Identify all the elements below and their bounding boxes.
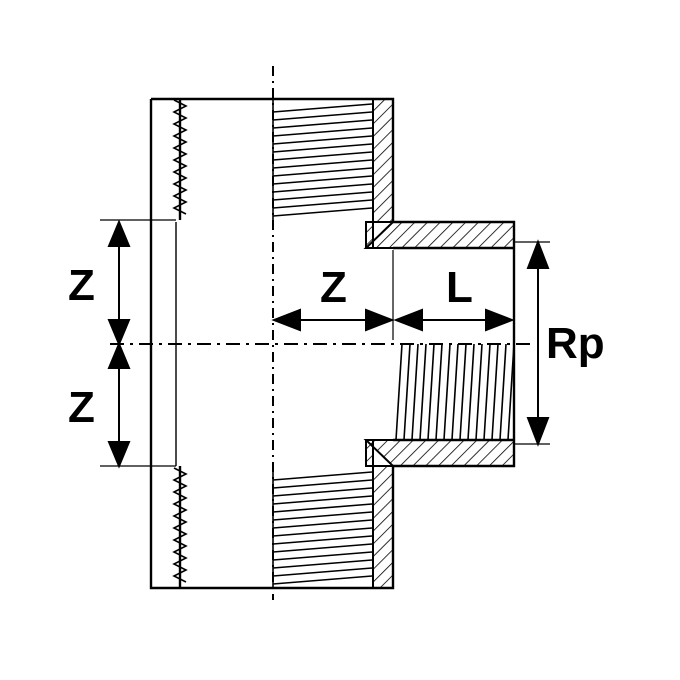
branch-socket-thread [395, 343, 515, 441]
left-socket-thread-profile [172, 99, 188, 583]
center-lines [110, 66, 530, 600]
label-z-branch: Z [320, 263, 347, 312]
dimension-arrows [107, 219, 550, 469]
label-z-top: Z [68, 261, 95, 310]
label-length: L [446, 263, 473, 312]
label-z-bottom: Z [68, 383, 95, 432]
label-thread-rp: Rp [546, 319, 605, 368]
extension-lines [100, 219, 550, 467]
lower-socket-thread [272, 466, 373, 588]
upper-socket-thread [272, 100, 373, 220]
cross-section-hatching [363, 98, 515, 589]
